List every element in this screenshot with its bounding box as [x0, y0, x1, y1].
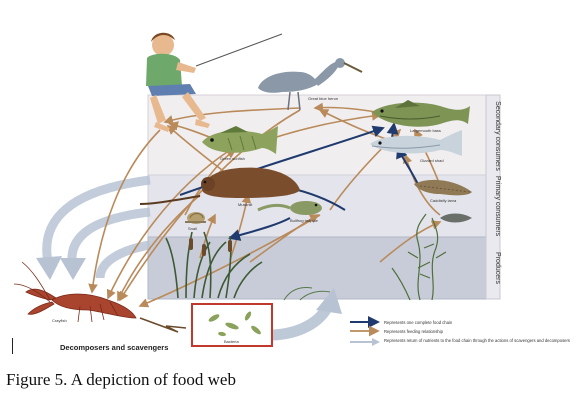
legend: Represents one complete food chain Repre… — [350, 316, 570, 346]
legend-item-chain: Represents one complete food chain — [384, 320, 453, 325]
feeding-arrow — [163, 107, 301, 125]
label-crayfish: Crayfish — [52, 318, 67, 323]
snail-illustration — [185, 212, 206, 224]
nutrient-return-arrow-left-2 — [67, 207, 151, 263]
algae-strands — [283, 287, 331, 301]
label-shad: Gizzard shad — [420, 158, 444, 163]
feeding-arrow — [138, 214, 321, 308]
feeding-arrow — [106, 149, 231, 300]
heron-illustration — [258, 58, 363, 111]
cattail-reeds-illustration — [165, 231, 263, 299]
crayfish-illustration — [13, 261, 137, 323]
shad-illustration — [370, 130, 462, 156]
label-larva: Caddisfly larva — [430, 198, 457, 203]
label-muskrat: Muskrat — [238, 202, 253, 207]
cattail-heads — [189, 238, 232, 256]
tadpole-illustration — [257, 201, 322, 215]
pondweed-illustration — [391, 213, 447, 301]
nutrient-return-arrow-bottom-head — [316, 288, 342, 314]
label-bass: Largemouth bass — [410, 128, 441, 133]
nutrient-return-arrow-left-2-head — [60, 258, 86, 280]
side-label-strip — [485, 94, 501, 300]
legend-item-feeding: Represents feeding relationship — [384, 329, 444, 334]
band-label-secondary: Secondary consumers — [494, 101, 501, 171]
bass-illustration — [372, 100, 470, 127]
decomposers-label: Decomposers and scavengers — [60, 343, 168, 352]
nutrient-return-arrow-left-1-head — [36, 256, 62, 280]
figure-caption: Figure 5. A depiction of food web — [6, 370, 236, 389]
minnow-illustration — [440, 213, 472, 223]
legend-item-nutrient: Represents return of nutrients to the fo… — [384, 338, 570, 343]
legend-item-nutrient-text: Represents return of nutrients to the fo… — [384, 338, 570, 343]
boy-fishing-illustration — [146, 32, 283, 132]
food-chain-arrow — [386, 122, 399, 139]
feeding-arrow — [249, 214, 320, 263]
feeding-arrow — [184, 149, 237, 216]
food-chain-arrow — [228, 217, 291, 241]
label-sunfish: Green sunfish — [220, 156, 245, 161]
larva-illustration — [414, 179, 472, 196]
bacteria-illustration — [208, 311, 261, 337]
nutrient-return-arrow-left-3 — [95, 240, 151, 279]
label-heron: Great blue heron — [308, 96, 338, 101]
band-label-producers: Producers — [494, 252, 501, 284]
muskrat-illustration — [139, 167, 300, 205]
feeding-arrow — [199, 213, 216, 259]
food-web-diagram: Secondary consumers Primary consumers Pr… — [13, 32, 570, 352]
label-bacteria: Bacteria — [224, 339, 239, 344]
feeding-arrow — [229, 193, 252, 261]
text-cursor — [12, 338, 13, 354]
sunfish-illustration — [202, 126, 278, 154]
debris-twig — [139, 317, 187, 333]
band-label-primary: Primary consumers — [494, 176, 501, 237]
label-tadpole: Bullfrog tadpole — [290, 218, 319, 223]
feeding-arrow — [88, 129, 161, 294]
legend-swatch-nutrient — [350, 338, 380, 346]
nutrient-return-arrow-left-1 — [42, 175, 151, 263]
label-snail: Snail — [188, 226, 197, 231]
